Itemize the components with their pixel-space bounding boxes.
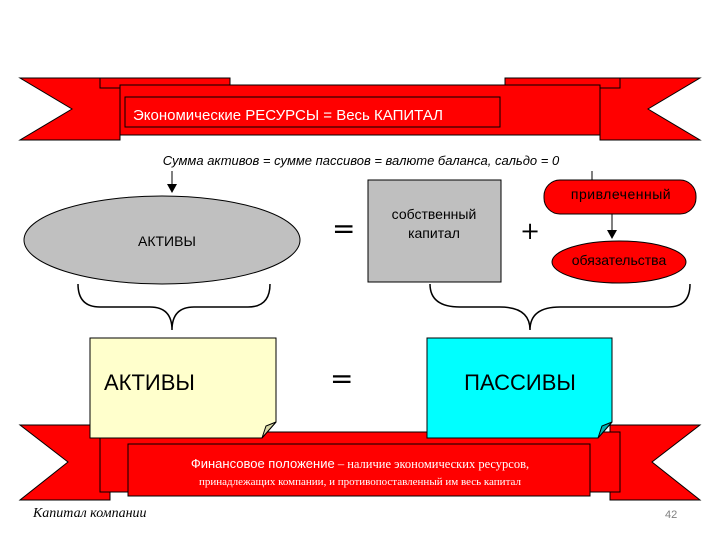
obligations-oval xyxy=(551,240,687,284)
top-banner-title: Экономические РЕСУРСЫ = Весь КАПИТАЛ xyxy=(133,107,444,124)
equals-sign-bottom: = xyxy=(330,362,354,395)
bottom-ribbon-right-tail xyxy=(609,424,702,501)
balance-equation-note: Сумма активов = сумме пассивов = валюте … xyxy=(118,151,604,171)
bottom-ribbon xyxy=(18,424,702,501)
bottom-ribbon-text-box xyxy=(127,443,591,497)
top-ribbon-text-box xyxy=(124,96,501,128)
passivy-note-curl xyxy=(597,421,613,439)
obligations-label: обязательства xyxy=(571,252,667,268)
aktivy-oval-label: АКТИВЫ xyxy=(138,233,196,249)
aktivy-note-curl xyxy=(261,421,277,439)
right-brace xyxy=(429,283,691,331)
attracted-label: привлеченный xyxy=(570,186,672,202)
top-ribbon xyxy=(18,77,702,141)
footer-title: Капитал компании xyxy=(33,506,147,521)
passivy-note-label: ПАССИВЫ xyxy=(464,370,576,395)
equals-sign-top: = xyxy=(332,212,356,245)
own-capital-line1: собственный xyxy=(391,206,477,222)
financial-position-line1: Финансовое положение – наличие экономиче… xyxy=(130,456,590,472)
own-capital-box xyxy=(367,179,502,283)
aktivy-note-label: АКТИВЫ xyxy=(104,370,195,395)
own-capital-line2: капитал xyxy=(408,225,460,241)
plus-sign: + xyxy=(520,217,541,245)
arrowhead-obligations xyxy=(607,230,617,239)
page-number: 42 xyxy=(665,509,678,521)
arrowhead-aktivy xyxy=(167,184,177,193)
own-capital-label: собственный капитал xyxy=(370,205,498,243)
financial-position-term: Финансовое положение xyxy=(190,456,335,471)
left-brace xyxy=(77,283,271,331)
aktivy-oval xyxy=(23,195,301,285)
financial-position-definition: – наличие экономических ресурсов, xyxy=(334,457,530,471)
financial-position-line2: принадлежащих компании, и противопоставл… xyxy=(199,476,521,488)
attracted-box xyxy=(543,179,697,215)
